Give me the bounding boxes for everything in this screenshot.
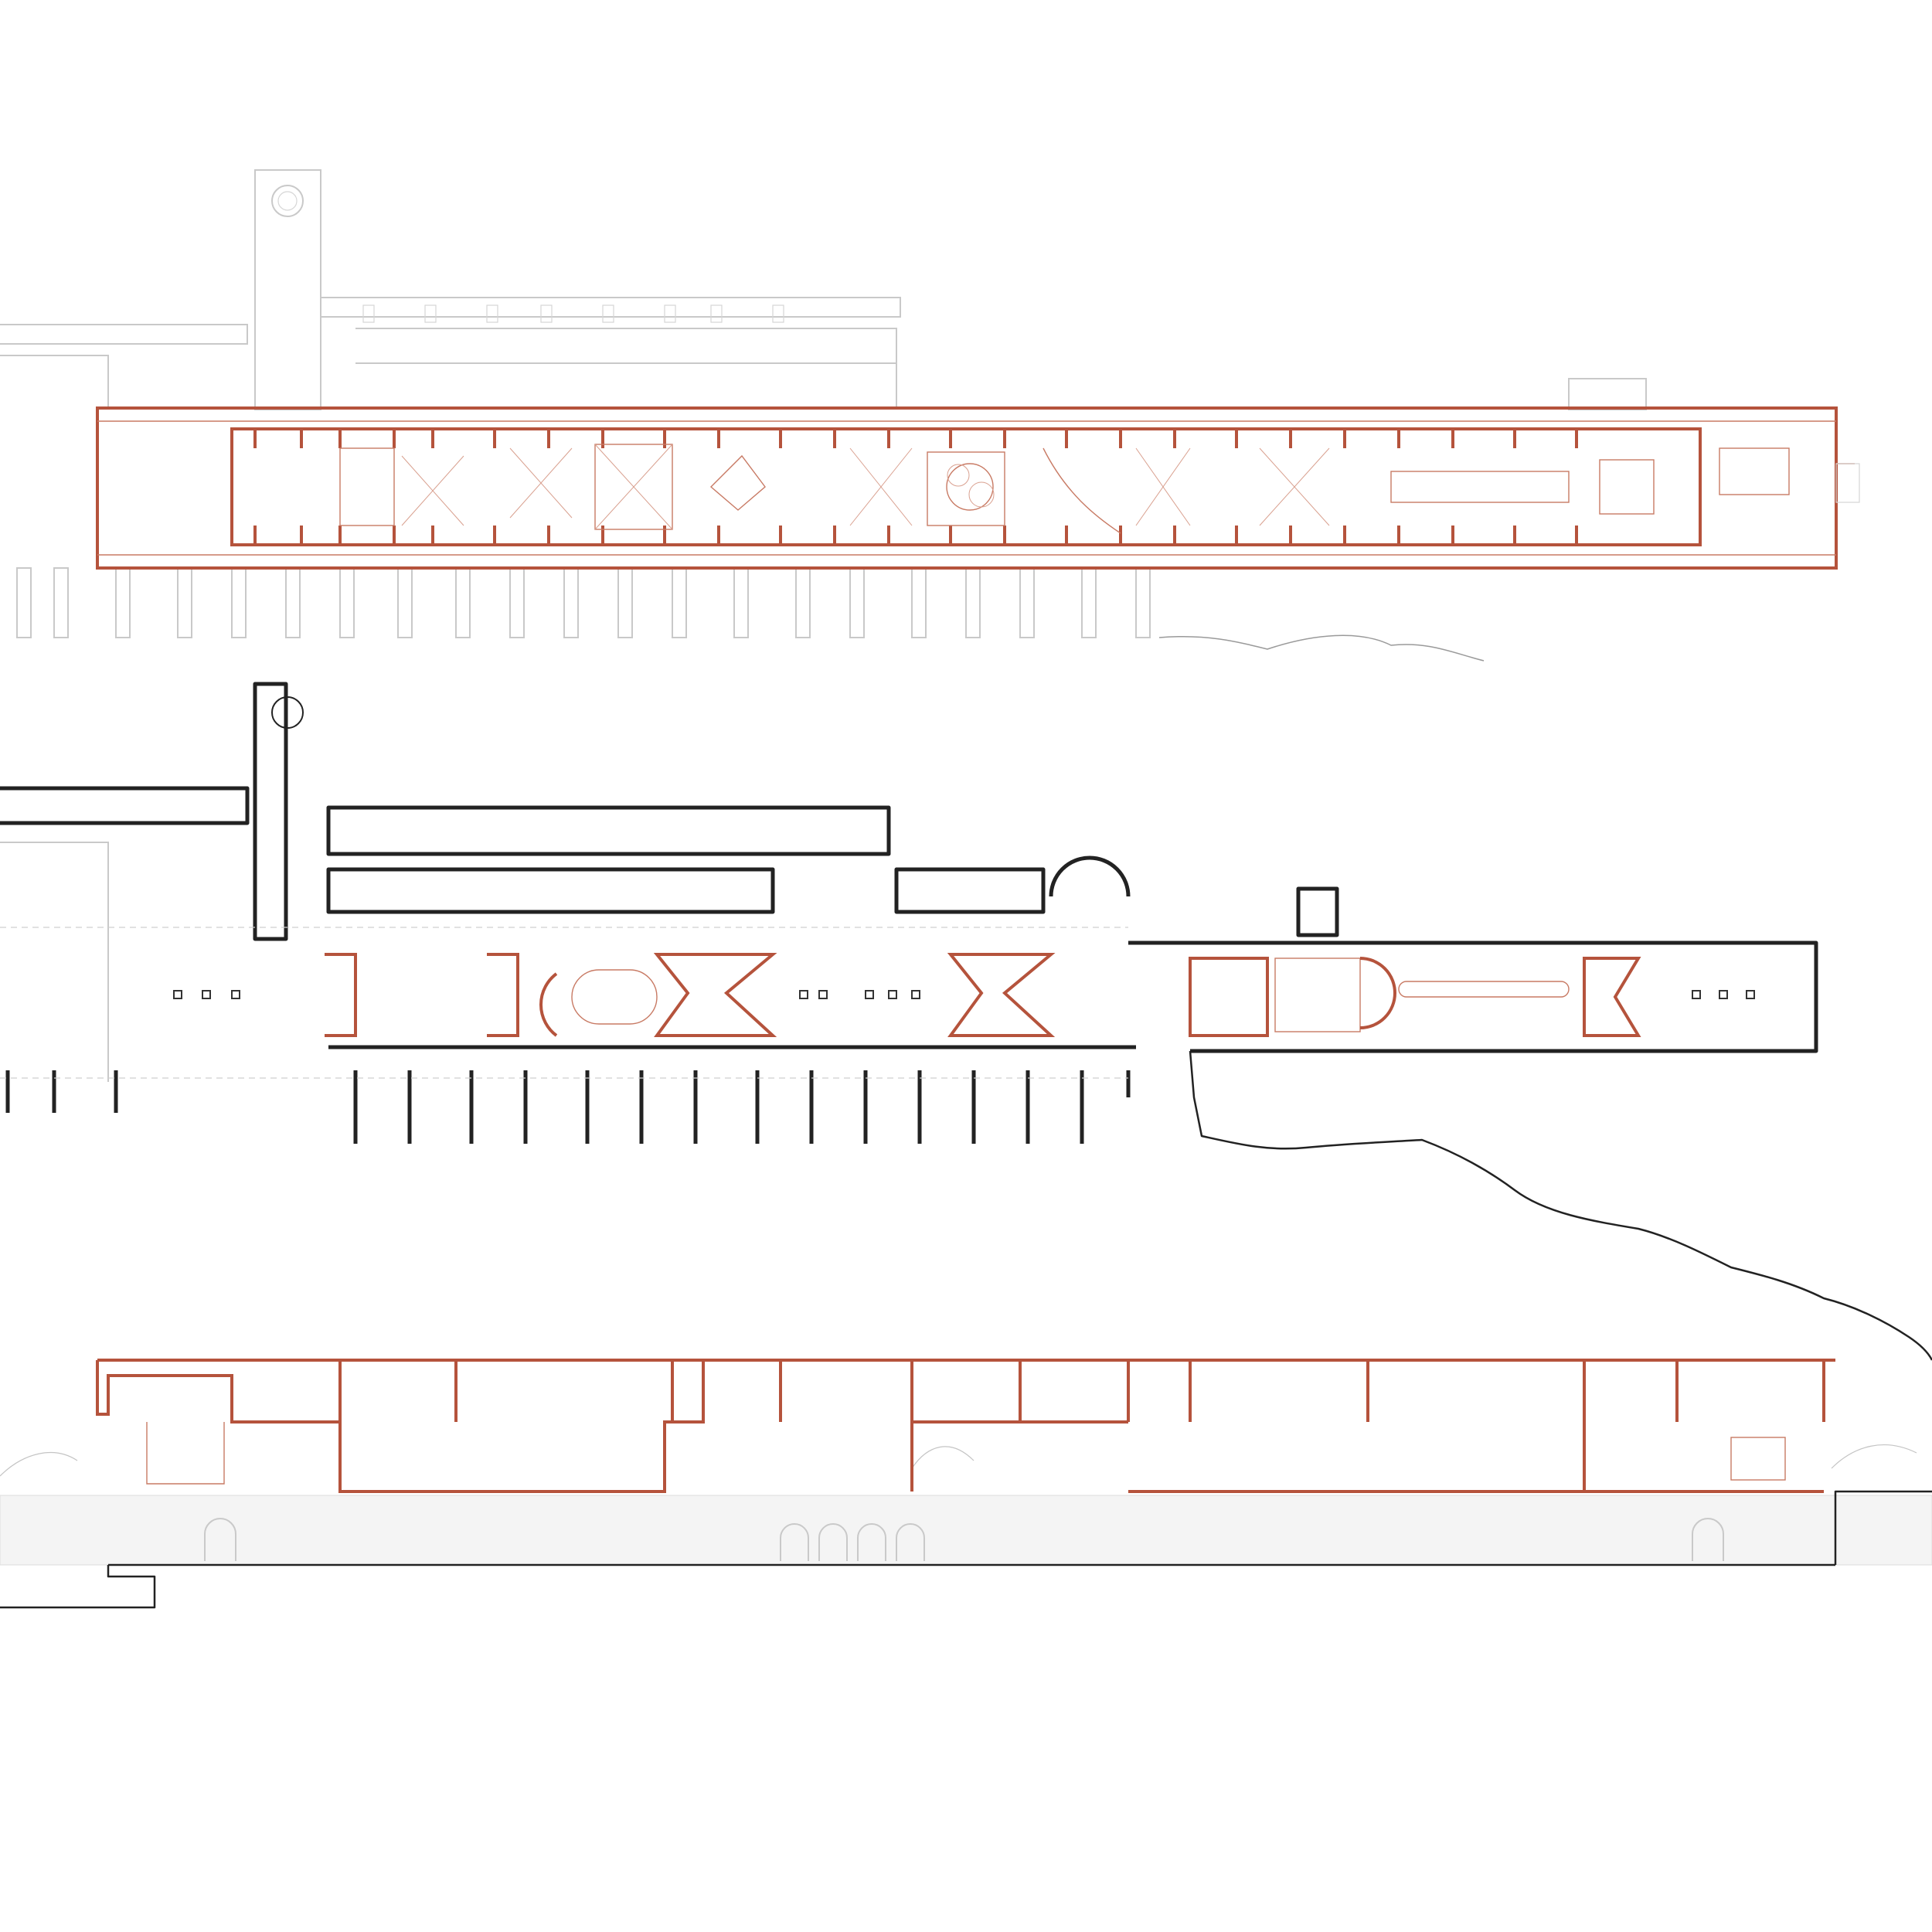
section-new-structure	[96, 1359, 1835, 1493]
ground-terrain-line	[1189, 1050, 1932, 1361]
section-vegetation	[0, 1444, 1917, 1477]
longitudinal-section	[0, 1359, 1932, 1609]
ground-floor-plan	[0, 682, 1932, 1361]
section-ground-line	[0, 1490, 1932, 1609]
ground-ghost-context	[0, 842, 1128, 1082]
upper-new-structure	[96, 406, 1860, 570]
ground-new-structure	[173, 953, 1755, 1037]
upper-ghost-context	[0, 169, 1647, 662]
ground-existing-ruins	[0, 682, 1818, 1144]
section-arches	[204, 1518, 1724, 1561]
section-masonry-band	[0, 1495, 1932, 1566]
upper-floor-plan	[0, 169, 1860, 662]
